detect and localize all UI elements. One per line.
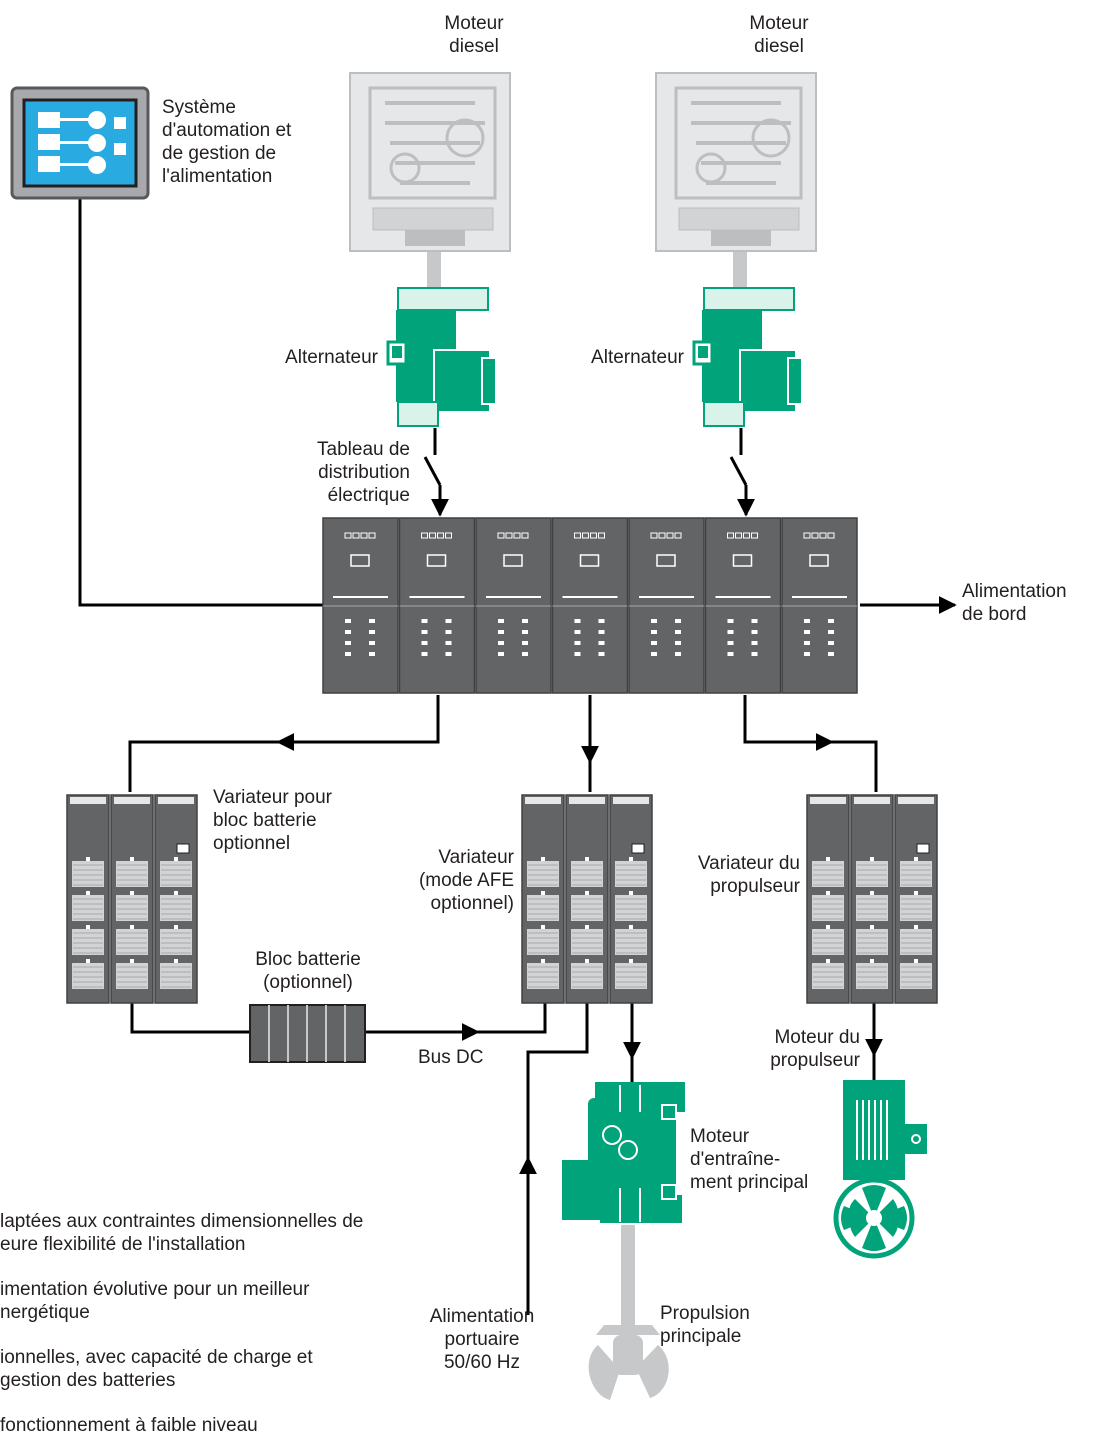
switchboard-label-line: électrique bbox=[327, 485, 410, 506]
alternator-2 bbox=[692, 287, 803, 427]
main-motor-label-line: ment principal bbox=[690, 1172, 809, 1193]
automation-label-line: l'alimentation bbox=[162, 166, 273, 187]
engine-2-label: Moteur diesel bbox=[719, 12, 839, 58]
drive-cabinet bbox=[66, 794, 110, 1004]
ship-supply-label-line: Alimentation bbox=[962, 581, 1067, 602]
main-propulsion-label-line: Propulsion bbox=[660, 1303, 750, 1324]
thruster-drive-label-line: propulseur bbox=[710, 876, 800, 897]
engine-2-label-line2: diesel bbox=[754, 36, 804, 57]
thruster-drive-cabinets bbox=[806, 794, 938, 1004]
drive-cabinet bbox=[565, 794, 609, 1004]
afe-drive-label-line: (mode AFE bbox=[418, 870, 514, 891]
shore-power-label-line: portuaire bbox=[444, 1329, 520, 1350]
thruster-motor bbox=[833, 1080, 927, 1259]
note-line: gestion des batteries bbox=[0, 1370, 176, 1391]
switchboard-cabinet bbox=[398, 517, 476, 694]
note-line: eure flexibilité de l'installation bbox=[0, 1234, 246, 1255]
battery-pack-label: Bloc batterie (optionnel) bbox=[228, 948, 388, 994]
battery-drive-label-line: optionnel bbox=[213, 833, 291, 854]
main-propulsion-label-line: principale bbox=[660, 1326, 742, 1347]
diesel-engine-2 bbox=[655, 72, 817, 252]
note-1: laptées aux contraintes dimensionnelles … bbox=[0, 1210, 363, 1256]
switchboard-cabinet bbox=[704, 517, 782, 694]
note-line: imentation évolutive pour un meilleur bbox=[0, 1279, 310, 1300]
thruster-motor-label-line: Moteur du bbox=[774, 1027, 860, 1048]
afe-drive-label: Variateur (mode AFE optionnel) bbox=[370, 846, 514, 915]
main-drive-motor bbox=[562, 1082, 685, 1223]
shore-power-label: Alimentation portuaire 50/60 Hz bbox=[412, 1305, 552, 1374]
afe-drive-label-line: optionnel) bbox=[430, 893, 514, 914]
afe-drive-cabinets bbox=[521, 794, 653, 1004]
engine-1-label-line1: Moteur bbox=[444, 13, 504, 34]
shore-power-label-line: 50/60 Hz bbox=[443, 1352, 521, 1373]
breaker-1 bbox=[423, 456, 442, 486]
battery-pack-label-line: (optionnel) bbox=[263, 972, 353, 993]
thruster-drive-label-line: Variateur du bbox=[697, 853, 800, 874]
drive-cabinet bbox=[154, 794, 198, 1004]
thruster-motor-label-line: propulseur bbox=[770, 1050, 860, 1071]
battery-drive-cabinets bbox=[66, 794, 198, 1004]
alternator-1-label: Alternateur bbox=[285, 347, 378, 368]
drive-cabinet bbox=[609, 794, 653, 1004]
switchboard-cabinet bbox=[322, 517, 399, 694]
main-motor-label-line: d'entraîne- bbox=[690, 1149, 781, 1170]
note-line: laptées aux contraintes dimensionnelles … bbox=[0, 1211, 364, 1232]
switchboard-cabinet bbox=[628, 517, 705, 694]
ship-supply-label-line: de bord bbox=[962, 604, 1027, 625]
afe-drive-label-line: Variateur bbox=[438, 847, 514, 868]
drive-cabinet bbox=[110, 794, 154, 1004]
alternator-2-label: Alternateur bbox=[591, 347, 684, 368]
drive-cabinet bbox=[521, 794, 565, 1004]
engine-1-label-line2: diesel bbox=[449, 36, 499, 57]
battery-drive-label-line: bloc batterie bbox=[213, 810, 317, 831]
note-line: fonctionnement à faible niveau bbox=[0, 1415, 258, 1436]
battery-drive-label: Variateur pour bloc batterie optionnel bbox=[213, 786, 332, 855]
switchboard-label-line: Tableau de bbox=[317, 439, 410, 460]
ship-supply-label: Alimentation de bord bbox=[962, 580, 1067, 626]
engine-2-label-line1: Moteur bbox=[749, 13, 809, 34]
main-motor-label-line: Moteur bbox=[690, 1126, 750, 1147]
breaker-2 bbox=[729, 456, 748, 486]
thruster-drive-label: Variateur du propulseur bbox=[660, 852, 800, 898]
switchboard-label-line: distribution bbox=[318, 462, 410, 483]
alternator-1 bbox=[386, 287, 497, 427]
switchboard-label: Tableau de distribution électrique bbox=[250, 438, 410, 507]
battery-pack bbox=[249, 1004, 366, 1063]
automation-system-icon bbox=[10, 86, 150, 200]
note-2: imentation évolutive pour un meilleur ne… bbox=[0, 1278, 309, 1324]
automation-label-line: d'automation et bbox=[162, 120, 292, 141]
switchboard-cabinets bbox=[322, 517, 858, 694]
diesel-engine-1 bbox=[349, 72, 511, 252]
note-3: ionnelles, avec capacité de charge et ge… bbox=[0, 1346, 313, 1392]
shore-power-label-line: Alimentation bbox=[429, 1306, 535, 1327]
drive-cabinet bbox=[894, 794, 938, 1004]
battery-drive-label-line: Variateur pour bbox=[213, 787, 332, 808]
drive-cabinet bbox=[806, 794, 850, 1004]
note-line: ionnelles, avec capacité de charge et bbox=[0, 1347, 313, 1368]
main-motor-label: Moteur d'entraîne- ment principal bbox=[690, 1125, 808, 1194]
drive-cabinet bbox=[850, 794, 894, 1004]
engine-1-label: Moteur diesel bbox=[414, 12, 534, 58]
note-4: fonctionnement à faible niveau bbox=[0, 1414, 258, 1437]
automation-label-line: de gestion de bbox=[162, 143, 277, 164]
switchboard-cabinet bbox=[781, 517, 858, 694]
automation-link-line bbox=[78, 195, 323, 607]
wiring bbox=[78, 195, 957, 1335]
automation-label: Système d'automation et de gestion de l'… bbox=[162, 96, 291, 188]
thruster-motor-label: Moteur du propulseur bbox=[720, 1026, 860, 1072]
switchboard-cabinet bbox=[475, 517, 552, 694]
note-line: nergétique bbox=[0, 1302, 90, 1323]
battery-pack-label-line: Bloc batterie bbox=[255, 949, 361, 970]
dc-bus-label: Bus DC bbox=[418, 1047, 484, 1068]
switchboard-cabinet bbox=[551, 517, 629, 694]
propeller-icon bbox=[588, 1325, 669, 1400]
automation-label-line: Système bbox=[162, 97, 236, 118]
main-propulsion-label: Propulsion principale bbox=[660, 1302, 750, 1348]
